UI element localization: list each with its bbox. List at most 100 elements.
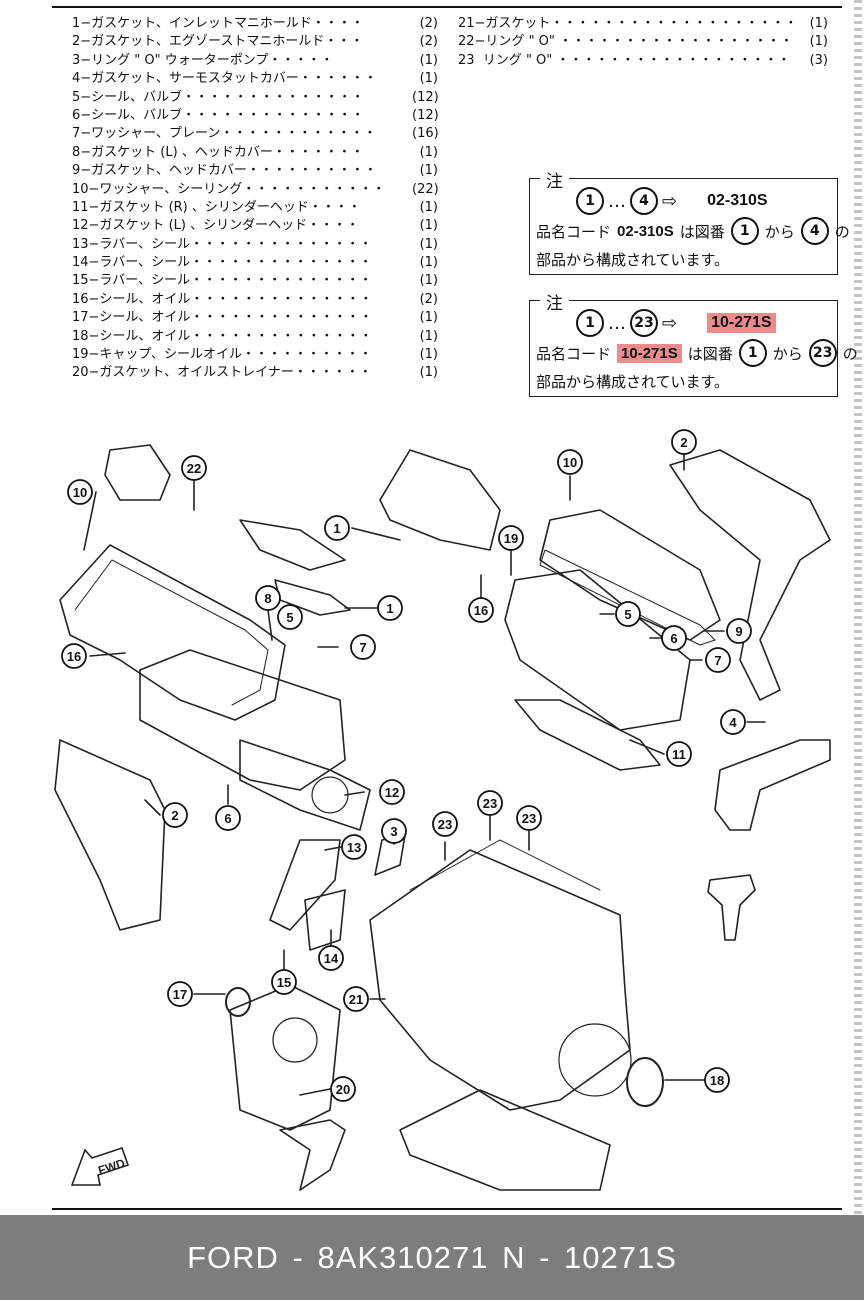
part-description: 22−リング " O" ・・・・・・・・・・・・・・・・・・ [458, 34, 794, 50]
callout-circle [277, 604, 303, 630]
callout-circle: 23 [808, 339, 837, 367]
part-quantity: (12) [412, 89, 439, 105]
part-description: 7−ワッシャー、プレーン・・・・・・・・・・・・ [72, 126, 377, 142]
right-head-cover-gasket [539, 549, 716, 646]
parts-list-row: 1−ガスケット、インレットマニホールド・・・・ (2) [72, 15, 438, 33]
part-quantity: (1) [419, 52, 438, 68]
callout-number: 5 [624, 607, 631, 622]
callout-number: 8 [264, 591, 271, 606]
parts-list-row: 12−ガスケット (L) 、シリンダーヘッド・・・・ (1) [72, 217, 438, 235]
rear-oil-seal [626, 1057, 664, 1107]
callout-circle [661, 625, 687, 651]
parts-list-row: 6−シール、バルブ・・・・・・・・・・・・・・(12) [72, 107, 439, 125]
arrow-right-icon: ⇨ [662, 190, 678, 212]
callout-circle [181, 455, 207, 481]
note-box-10-271s: 注 1 … 23 ⇨ 10-271S 品名コード 10-271S は図番 1 か… [529, 289, 858, 397]
part-description: 19−キャップ、シールオイル・・・・・・・・・・ [72, 347, 373, 363]
part-quantity: (1) [419, 218, 438, 234]
callout-circle [343, 986, 369, 1012]
parts-list-row: 10−ワッシャー、シーリング・・・・・・・・・・・(22) [72, 181, 439, 199]
callout-number: 15 [277, 975, 291, 990]
note-label: 注 [540, 289, 569, 314]
part-description: 6−シール、バルブ・・・・・・・・・・・・・・ [72, 107, 365, 123]
part-description: 20−ガスケット、オイルストレイナー・・・・・・ [72, 365, 372, 381]
callout-circle [671, 429, 697, 455]
range-dots: … [608, 190, 626, 212]
note-range: 1 … 4 ⇨ 02-310S [576, 187, 768, 215]
note-text: の [842, 344, 858, 363]
intake-manifold [379, 449, 501, 551]
callout-circle: 4 [630, 187, 658, 215]
parts-list-row: 20−ガスケット、オイルストレイナー・・・・・・ (1) [72, 364, 438, 382]
callout-circle [704, 1067, 730, 1093]
callout-number: 2 [680, 435, 687, 450]
top-rule [52, 6, 842, 8]
callout-number: 7 [714, 653, 721, 668]
arrow-right-icon: ⇨ [662, 312, 678, 334]
note-text: の [834, 222, 850, 241]
callout-number: 13 [347, 840, 361, 855]
parts-list-row: 11−ガスケット (R) 、シリンダーヘッド・・・・(1) [72, 199, 438, 217]
callout-circle [61, 643, 87, 669]
part-description: 16−シール、オイル・・・・・・・・・・・・・・ [72, 291, 373, 307]
callout-number: 23 [438, 817, 452, 832]
part-description: 21−ガスケット・・・・・・・・・・・・・・・・・・・・・・ [458, 16, 800, 31]
note-line-3: 部品から構成されています。 [536, 251, 730, 269]
callout-number: 20 [336, 1082, 350, 1097]
part-quantity: (1) [419, 365, 438, 381]
part-description: 15−ラバー、シール・・・・・・・・・・・・・・ [72, 273, 373, 289]
callout-circle [666, 741, 692, 767]
callout-number: 3 [390, 824, 397, 839]
part-description: 12−ガスケット (L) 、シリンダーヘッド・・・・ [72, 218, 360, 234]
callout-circle [477, 790, 503, 816]
parts-list-row: 2−ガスケット、エグゾーストマニホールド・・・(2) [72, 33, 438, 51]
part-quantity: (1) [419, 310, 438, 326]
kit-code-highlighted: 10-271S [617, 343, 682, 363]
callout-circle [324, 515, 350, 541]
scan-edge [854, 0, 862, 1215]
seal-rubber-14 [304, 889, 346, 951]
kit-code: 02-310S [617, 222, 674, 240]
callout-number: 23 [483, 796, 497, 811]
bottom-rule [52, 1208, 842, 1210]
part-quantity: (3) [809, 52, 828, 68]
callout-circle: 1 [738, 339, 767, 367]
note-line-2: 品名コード 10-271S は図番 1 から 23 の [536, 339, 858, 367]
part-quantity: (1) [419, 328, 438, 344]
left-head-cover-gasket [74, 559, 269, 706]
part-quantity: (2) [419, 16, 438, 31]
part-quantity: (1) [419, 347, 438, 363]
part-quantity: (16) [412, 126, 439, 142]
part-quantity: (22) [412, 181, 439, 197]
right-cylinder-head [504, 569, 691, 731]
callout-circle [330, 1076, 356, 1102]
note-text: から [764, 222, 795, 241]
parts-list-row: 18−シール、オイル・・・・・・・・・・・・・・(1) [72, 328, 438, 346]
part-quantity: (1) [419, 71, 438, 87]
timing-cover [229, 984, 341, 1131]
callout-number: 6 [224, 811, 231, 826]
callout-circle: 1 [576, 309, 604, 337]
parts-list-row: 16−シール、オイル・・・・・・・・・・・・・・(2) [72, 291, 438, 309]
callout-circle [67, 479, 93, 505]
part-description: 9−ガスケット、ヘッドカバー・・・・・・・・・・ [72, 163, 377, 179]
part-quantity: (1) [809, 16, 828, 31]
right-exhaust-manifold [669, 449, 831, 701]
part-description: 1−ガスケット、インレットマニホールド・・・・ [72, 16, 364, 31]
left-head-cover [59, 544, 286, 721]
callout-number: 2 [171, 808, 178, 823]
part-quantity: (2) [419, 34, 438, 50]
callout-number: 1 [333, 521, 340, 536]
range-dots: … [608, 312, 626, 334]
callout-circle [381, 818, 407, 844]
callout-circle [341, 834, 367, 860]
right-head-gasket [514, 699, 661, 771]
note-text: 品名コード [536, 222, 612, 241]
callout-number: 16 [67, 649, 81, 664]
note-text: 品名コード [536, 344, 612, 363]
callout-circle [255, 585, 281, 611]
callout-number: 10 [73, 485, 87, 500]
callout-number: 16 [474, 603, 488, 618]
part-description: 11−ガスケット (R) 、シリンダーヘッド・・・・ [72, 199, 361, 215]
